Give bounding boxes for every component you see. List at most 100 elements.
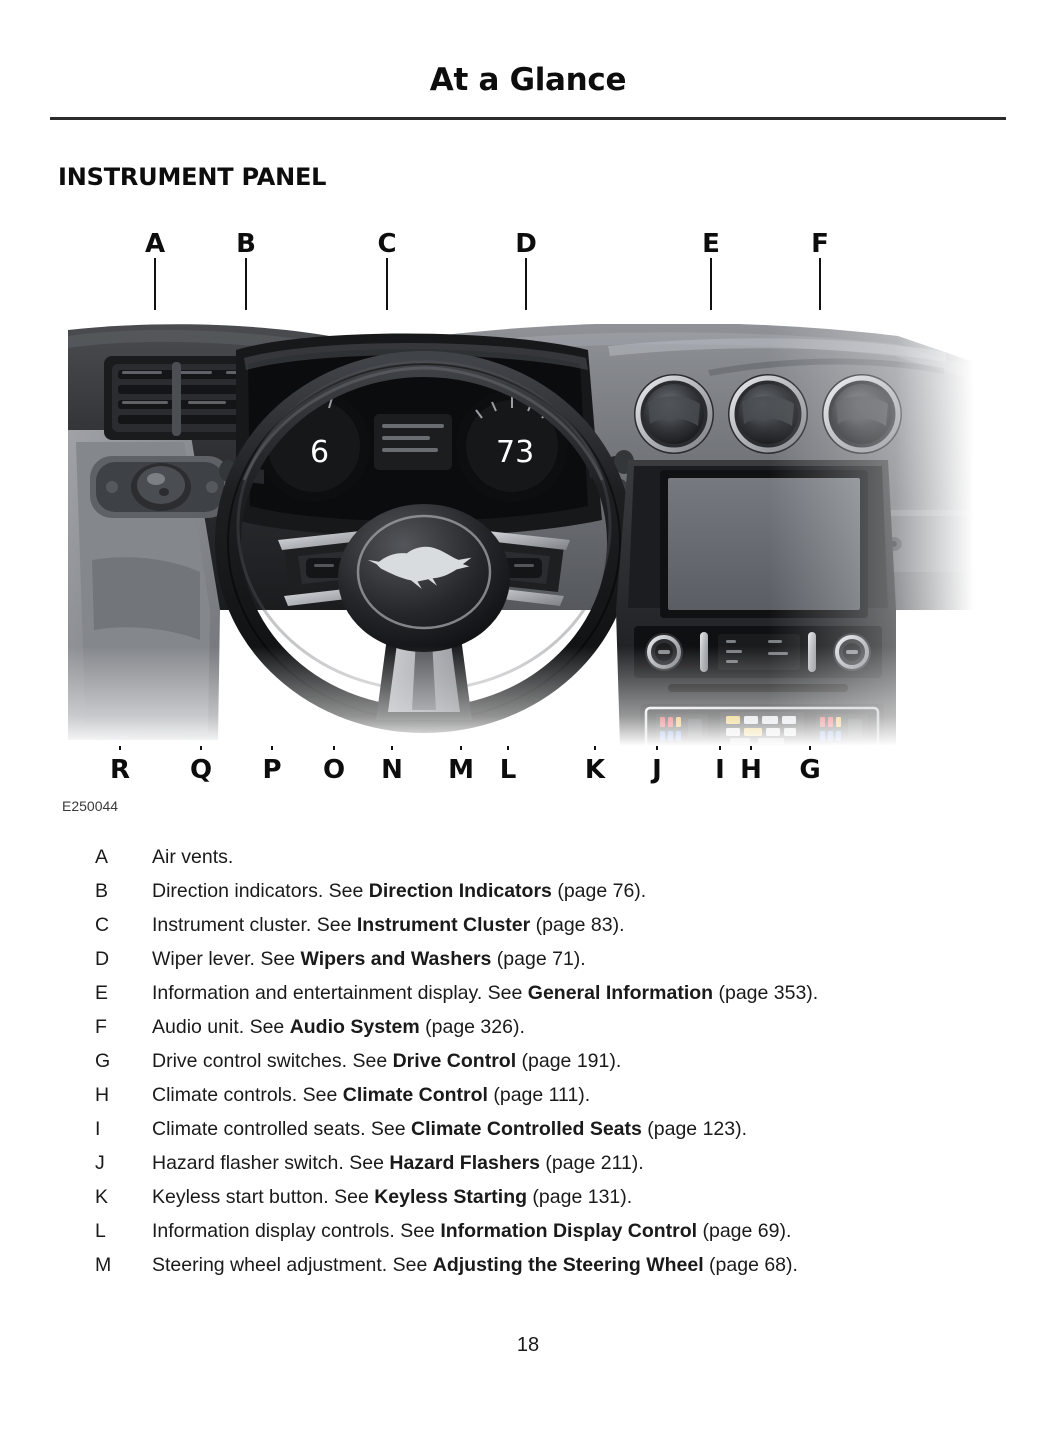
legend-text-i: Climate controlled seats. See Climate Co…: [152, 1112, 747, 1146]
cross-reference-title[interactable]: Audio System: [289, 1016, 420, 1038]
cross-reference-title[interactable]: Instrument Cluster: [356, 914, 531, 936]
callout-label-q: Q: [189, 755, 213, 785]
legend-text-e: Information and entertainment display. S…: [152, 976, 818, 1010]
section-heading: INSTRUMENT PANEL: [58, 163, 327, 191]
legend-phrase: Air vents.: [152, 846, 234, 868]
instrument-panel-legend: A Air vents. B Direction indicators. See Di…: [0, 840, 1056, 1282]
cross-reference-title[interactable]: Keyless Starting: [374, 1186, 528, 1208]
legend-key-i: I: [95, 1118, 101, 1140]
legend-phrase: (page 83).: [530, 914, 625, 936]
legend-key-c: C: [95, 914, 110, 936]
legend-text-m: Steering wheel adjustment. See Adjusting…: [152, 1248, 798, 1282]
legend-phrase: Steering wheel adjustment. See: [152, 1254, 433, 1276]
legend-phrase: Drive control switches. See: [152, 1050, 393, 1072]
legend-key-a: A: [95, 846, 109, 868]
callout-label-a: A: [144, 229, 166, 259]
dashboard-illustration: 6 73: [68, 310, 974, 746]
callout-label-d: D: [515, 229, 537, 259]
callout-label-c: C: [377, 229, 397, 259]
legend-phrase: Direction indicators. See: [152, 880, 369, 902]
legend-row: E Information and entertainment display. …: [0, 976, 1056, 1010]
legend-phrase: (page 69).: [697, 1220, 792, 1242]
legend-phrase: Audio unit. See: [152, 1016, 290, 1038]
legend-phrase: (page 68).: [703, 1254, 798, 1276]
legend-phrase: (page 211).: [540, 1152, 644, 1174]
legend-text-j: Hazard flasher switch. See Hazard Flashe…: [152, 1146, 644, 1180]
legend-row: K Keyless start button. See Keyless Start…: [0, 1180, 1056, 1214]
legend-text-g: Drive control switches. See Drive Contro…: [152, 1044, 621, 1078]
cross-reference-title[interactable]: Information Display Control: [440, 1220, 698, 1242]
legend-row: I Climate controlled seats. See Climate C…: [0, 1112, 1056, 1146]
callout-label-g: G: [799, 755, 821, 785]
legend-key-m: M: [95, 1254, 112, 1276]
legend-key-j: J: [95, 1152, 105, 1174]
legend-text-h: Climate controls. See Climate Control (p…: [152, 1078, 590, 1112]
legend-row: D Wiper lever. See Wipers and Washers (pa…: [0, 942, 1056, 976]
callout-label-l: L: [499, 755, 517, 785]
legend-phrase: (page 131).: [527, 1186, 633, 1208]
cross-reference-title[interactable]: Hazard Flashers: [389, 1152, 541, 1174]
callout-label-k: K: [584, 755, 606, 785]
legend-key-b: B: [95, 880, 109, 902]
cross-reference-title[interactable]: General Information: [527, 982, 714, 1004]
legend-phrase: (page 191).: [516, 1050, 622, 1072]
legend-text-k: Keyless start button. See Keyless Starti…: [152, 1180, 632, 1214]
callout-label-e: E: [702, 229, 720, 259]
callout-label-b: B: [236, 229, 256, 259]
legend-row: B Direction indicators. See Direction Ind…: [0, 874, 1056, 908]
figure-code: E250044: [62, 798, 119, 814]
legend-text-a: Air vents.: [152, 840, 233, 874]
callout-label-j: J: [652, 755, 662, 785]
legend-phrase: (page 326).: [419, 1016, 525, 1038]
cross-reference-title[interactable]: Wipers and Washers: [300, 948, 492, 970]
legend-phrase: Information display controls. See: [152, 1220, 441, 1242]
mustang-pony-emblem: [367, 546, 472, 589]
leader-line-a: [154, 258, 156, 328]
legend-row: H Climate controls. See Climate Control (…: [0, 1078, 1056, 1112]
callout-label-r: R: [109, 755, 131, 785]
cross-reference-title[interactable]: Climate Controlled Seats: [411, 1118, 642, 1140]
callout-label-i: I: [715, 755, 725, 785]
instrument-panel-photo: 6 73: [68, 310, 974, 746]
legend-phrase: Climate controlled seats. See: [152, 1118, 412, 1140]
header-divider: [50, 117, 1006, 120]
legend-phrase: Information and entertainment display. S…: [152, 982, 528, 1004]
tachometer-readout: 6: [310, 435, 329, 470]
legend-phrase: Climate controls. See: [152, 1084, 343, 1106]
legend-phrase: (page 111).: [487, 1084, 591, 1106]
legend-key-d: D: [95, 948, 110, 970]
speedometer-readout: 73: [496, 435, 534, 470]
page-title: At a Glance: [429, 62, 627, 98]
legend-row: J Hazard flasher switch. See Hazard Flash…: [0, 1146, 1056, 1180]
cross-reference-title[interactable]: Adjusting the Steering Wheel: [432, 1254, 704, 1276]
legend-phrase: (page 353).: [713, 982, 819, 1004]
legend-key-k: K: [95, 1186, 109, 1208]
legend-row: F Audio unit. See Audio System (page 326)…: [0, 1010, 1056, 1044]
cross-reference-title[interactable]: Drive Control: [392, 1050, 517, 1072]
legend-phrase: Instrument cluster. See: [152, 914, 357, 936]
cross-reference-title[interactable]: Direction Indicators: [368, 880, 552, 902]
callout-label-h: H: [740, 755, 762, 785]
legend-phrase: (page 71).: [491, 948, 586, 970]
legend-key-l: L: [95, 1220, 106, 1242]
legend-row: M Steering wheel adjustment. See Adjustin…: [0, 1248, 1056, 1282]
legend-text-d: Wiper lever. See Wipers and Washers (pag…: [152, 942, 586, 976]
legend-key-e: E: [95, 982, 109, 1004]
legend-row: C Instrument cluster. See Instrument Clus…: [0, 908, 1056, 942]
callout-label-f: F: [811, 229, 829, 259]
legend-text-c: Instrument cluster. See Instrument Clust…: [152, 908, 625, 942]
legend-text-b: Direction indicators. See Direction Indi…: [152, 874, 646, 908]
legend-row: A Air vents.: [0, 840, 1056, 874]
legend-phrase: (page 76).: [551, 880, 647, 902]
legend-key-h: H: [95, 1084, 110, 1106]
callout-label-p: P: [262, 755, 282, 785]
callout-label-n: N: [381, 755, 403, 785]
callout-label-o: O: [322, 755, 346, 785]
legend-phrase: Hazard flasher switch. See: [152, 1152, 390, 1174]
cross-reference-title[interactable]: Climate Control: [342, 1084, 488, 1106]
legend-key-g: G: [95, 1050, 111, 1072]
legend-text-l: Information display controls. See Inform…: [152, 1214, 791, 1248]
legend-key-f: F: [95, 1016, 107, 1038]
